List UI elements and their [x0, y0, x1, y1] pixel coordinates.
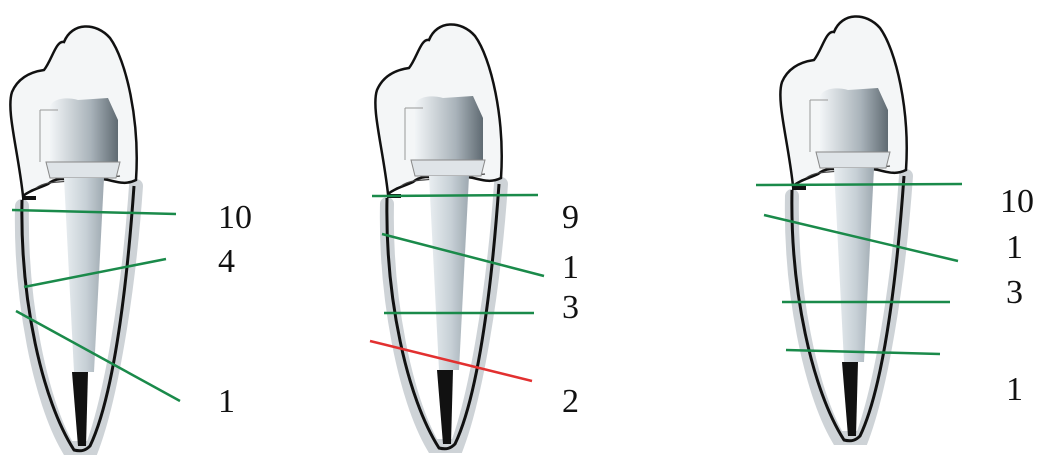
tooth-diagram-2: 9 1 3 2 — [370, 24, 579, 448]
count-label: 1 — [1006, 229, 1023, 266]
count-label: 9 — [562, 199, 579, 236]
tooth-diagram-3: 10 1 3 1 — [756, 16, 1034, 440]
count-label: 10 — [1000, 183, 1034, 220]
count-label: 1 — [218, 383, 235, 420]
tooth-diagram-1: 10 4 1 — [10, 26, 252, 450]
count-label: 3 — [1006, 274, 1023, 311]
count-label: 1 — [1006, 371, 1023, 408]
count-label: 2 — [562, 383, 579, 420]
count-label: 3 — [562, 289, 579, 326]
count-label: 4 — [218, 243, 235, 280]
fracture-line-2-1 — [372, 195, 538, 196]
count-label: 10 — [218, 199, 252, 236]
count-label: 1 — [562, 249, 579, 286]
fracture-line-3-1 — [756, 184, 962, 185]
